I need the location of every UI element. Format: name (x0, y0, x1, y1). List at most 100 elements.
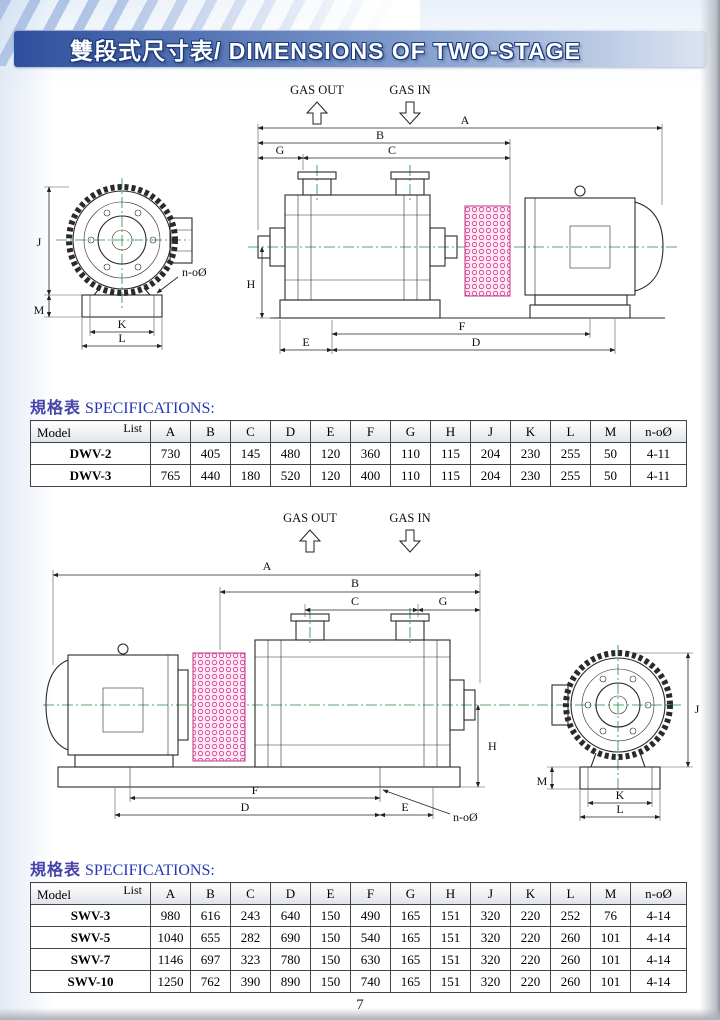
table-cell: 740 (350, 970, 391, 993)
table-cell: 320 (470, 926, 511, 949)
table-cell: 230 (510, 464, 551, 487)
dim-G: G (417, 594, 481, 613)
col-header: F (350, 882, 391, 905)
col-header: B (190, 882, 231, 905)
dim-K: K (89, 317, 155, 336)
table-cell: 145 (230, 442, 271, 465)
table-cell: 165 (390, 970, 431, 993)
gas-in-arrow-icon (398, 529, 422, 553)
table-cell: 323 (230, 948, 271, 971)
dim-D: D (331, 319, 616, 354)
gas-out-label: GAS OUT (290, 83, 344, 97)
corner-model-label: Model (37, 425, 71, 440)
spec-heading-1: 規格表 SPECIFICATIONS: (30, 394, 215, 418)
table-cell: 220 (510, 948, 551, 971)
dim-label-l: L (118, 331, 125, 345)
dim-H: H (460, 704, 497, 788)
table-cell: 50 (590, 464, 631, 487)
spec-heading-zh: 規格表 (30, 862, 82, 879)
table-cell: 243 (230, 904, 271, 927)
table-cell: 110 (390, 464, 431, 487)
dim-J: J (37, 186, 82, 296)
dim-label-m: M (34, 303, 45, 317)
col-header: E (310, 882, 351, 905)
table-cell: 120 (310, 464, 351, 487)
table-cell: 165 (390, 948, 431, 971)
dim-label-k: K (616, 788, 625, 802)
gas-out-label: GAS OUT (283, 511, 337, 525)
centerlines (43, 608, 683, 797)
table-cell: 150 (310, 926, 351, 949)
coupling-guard (464, 205, 511, 297)
header-row: List Model A B C D E F G H J K L M n-oØ (30, 420, 687, 443)
col-header: A (150, 420, 191, 443)
table-cell: 151 (430, 970, 471, 993)
spec-table-dwv: List Model A B C D E F G H J K L M n-oØ … (30, 420, 687, 487)
dim-label-n: n-oØ (453, 810, 478, 824)
dim-K: K (587, 788, 653, 807)
page-title: 雙段式尺寸表/ DIMENSIONS OF TWO-STAGE (70, 37, 582, 64)
dim-label-c: C (351, 594, 359, 608)
table-cell: 76 (590, 904, 631, 927)
header-row: List Model A B C D E F G H J K L M n-oØ (30, 882, 687, 905)
spec-heading-en: SPECIFICATIONS: (85, 400, 215, 417)
col-header: C (230, 420, 271, 443)
centerlines (56, 165, 678, 310)
table-row: DWV-2 730 405 145 480 120 360 110 115 20… (30, 442, 687, 465)
table-cell: 690 (270, 926, 311, 949)
table-cell: 4-11 (630, 442, 687, 465)
drawing-two-stage-pump-swv: GAS OUT GAS IN (43, 511, 700, 824)
table-cell: 115 (430, 464, 471, 487)
coupling-guard (192, 652, 246, 762)
table-cell: 101 (590, 926, 631, 949)
base-plate (57, 766, 461, 788)
table-cell: 4-14 (630, 926, 687, 949)
corner-cell: List Model (30, 420, 151, 443)
dim-L: L (81, 318, 163, 350)
gas-out-callout: GAS OUT (283, 511, 337, 553)
dim-label-m: M (537, 774, 548, 788)
table-cell: 762 (190, 970, 231, 993)
dim-M: M (537, 766, 580, 790)
dim-label-f: F (459, 319, 466, 333)
table-cell: 255 (550, 464, 591, 487)
dim-J: J (630, 652, 700, 768)
table-cell: 4-14 (630, 970, 687, 993)
table-cell: 320 (470, 970, 511, 993)
row-model: SWV-5 (30, 926, 151, 949)
dim-label-d: D (241, 800, 250, 814)
dim-E: E (379, 788, 434, 819)
dim-label-c: C (388, 143, 396, 157)
table-cell: 255 (550, 442, 591, 465)
dim-label-h: H (488, 739, 497, 753)
table-cell: 405 (190, 442, 231, 465)
gas-in-label: GAS IN (389, 511, 430, 525)
table-cell: 260 (550, 926, 591, 949)
corner-cell: List Model (30, 882, 151, 905)
motor (524, 185, 664, 306)
table-cell: 520 (270, 464, 311, 487)
dim-H: H (247, 246, 274, 319)
row-model: SWV-3 (30, 904, 151, 927)
col-header: J (470, 420, 511, 443)
table-cell: 4-14 (630, 904, 687, 927)
col-header: K (510, 882, 551, 905)
dim-label-e: E (401, 800, 408, 814)
table-cell: 640 (270, 904, 311, 927)
dim-B: B (257, 128, 511, 204)
table-cell: 480 (270, 442, 311, 465)
table-cell: 390 (230, 970, 271, 993)
table-cell: 4-11 (630, 464, 687, 487)
row-model: SWV-10 (30, 970, 151, 993)
dim-label-j: J (695, 702, 700, 716)
dim-label-d: D (472, 335, 481, 349)
spec-heading-2: 規格表 SPECIFICATIONS: (30, 856, 215, 880)
table-row: SWV-7 1146 697 323 780 150 630 165 151 3… (30, 948, 687, 971)
dim-G: G (257, 143, 304, 170)
dimensions: A B G C H (34, 113, 663, 354)
table-cell: 540 (350, 926, 391, 949)
dim-label-k: K (118, 317, 127, 331)
table-cell: 320 (470, 948, 511, 971)
table-cell: 655 (190, 926, 231, 949)
